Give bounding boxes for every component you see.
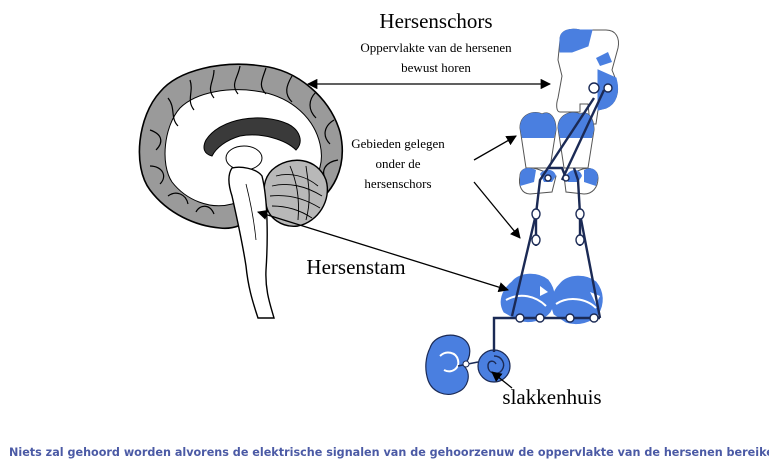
arrow-gebieden-lower — [473, 181, 521, 239]
label-oppervlakte-line1: Oppervlakte van de hersenen — [360, 40, 512, 55]
cortex-region — [556, 28, 619, 125]
subcortical-region — [519, 112, 599, 195]
cerebellum — [263, 159, 328, 227]
thalamus — [225, 145, 263, 171]
label-slakkenhuis: slakkenhuis — [502, 385, 601, 409]
arrow-slakkenhuis — [491, 371, 513, 389]
arrow-gebieden-upper — [473, 135, 517, 161]
pathway-wires — [492, 89, 606, 352]
arrow-hersenstam — [257, 209, 509, 293]
label-gebieden-line3: hersenschors — [364, 176, 431, 191]
label-gebieden-line2: onder de — [375, 156, 420, 171]
cochlea-region — [425, 334, 511, 395]
label-oppervlakte-line2: bewust horen — [401, 60, 471, 75]
brain-sagittal-illustration — [138, 63, 344, 319]
pathway-nodes — [515, 174, 599, 323]
label-hersenstam: Hersenstam — [306, 255, 405, 279]
diagram-canvas: Hersenschors Oppervlakte van de hersenen… — [138, 9, 619, 409]
auditory-pathway-schematic — [425, 28, 619, 395]
label-hersenschors: Hersenschors — [379, 9, 492, 33]
gyri-lines — [149, 65, 339, 215]
label-gebieden-line1: Gebieden gelegen — [351, 136, 445, 151]
annotation-arrows — [257, 78, 552, 389]
figure-caption: Niets zal gehoord worden alvorens de ele… — [9, 446, 769, 459]
corpus-callosum — [203, 117, 301, 157]
